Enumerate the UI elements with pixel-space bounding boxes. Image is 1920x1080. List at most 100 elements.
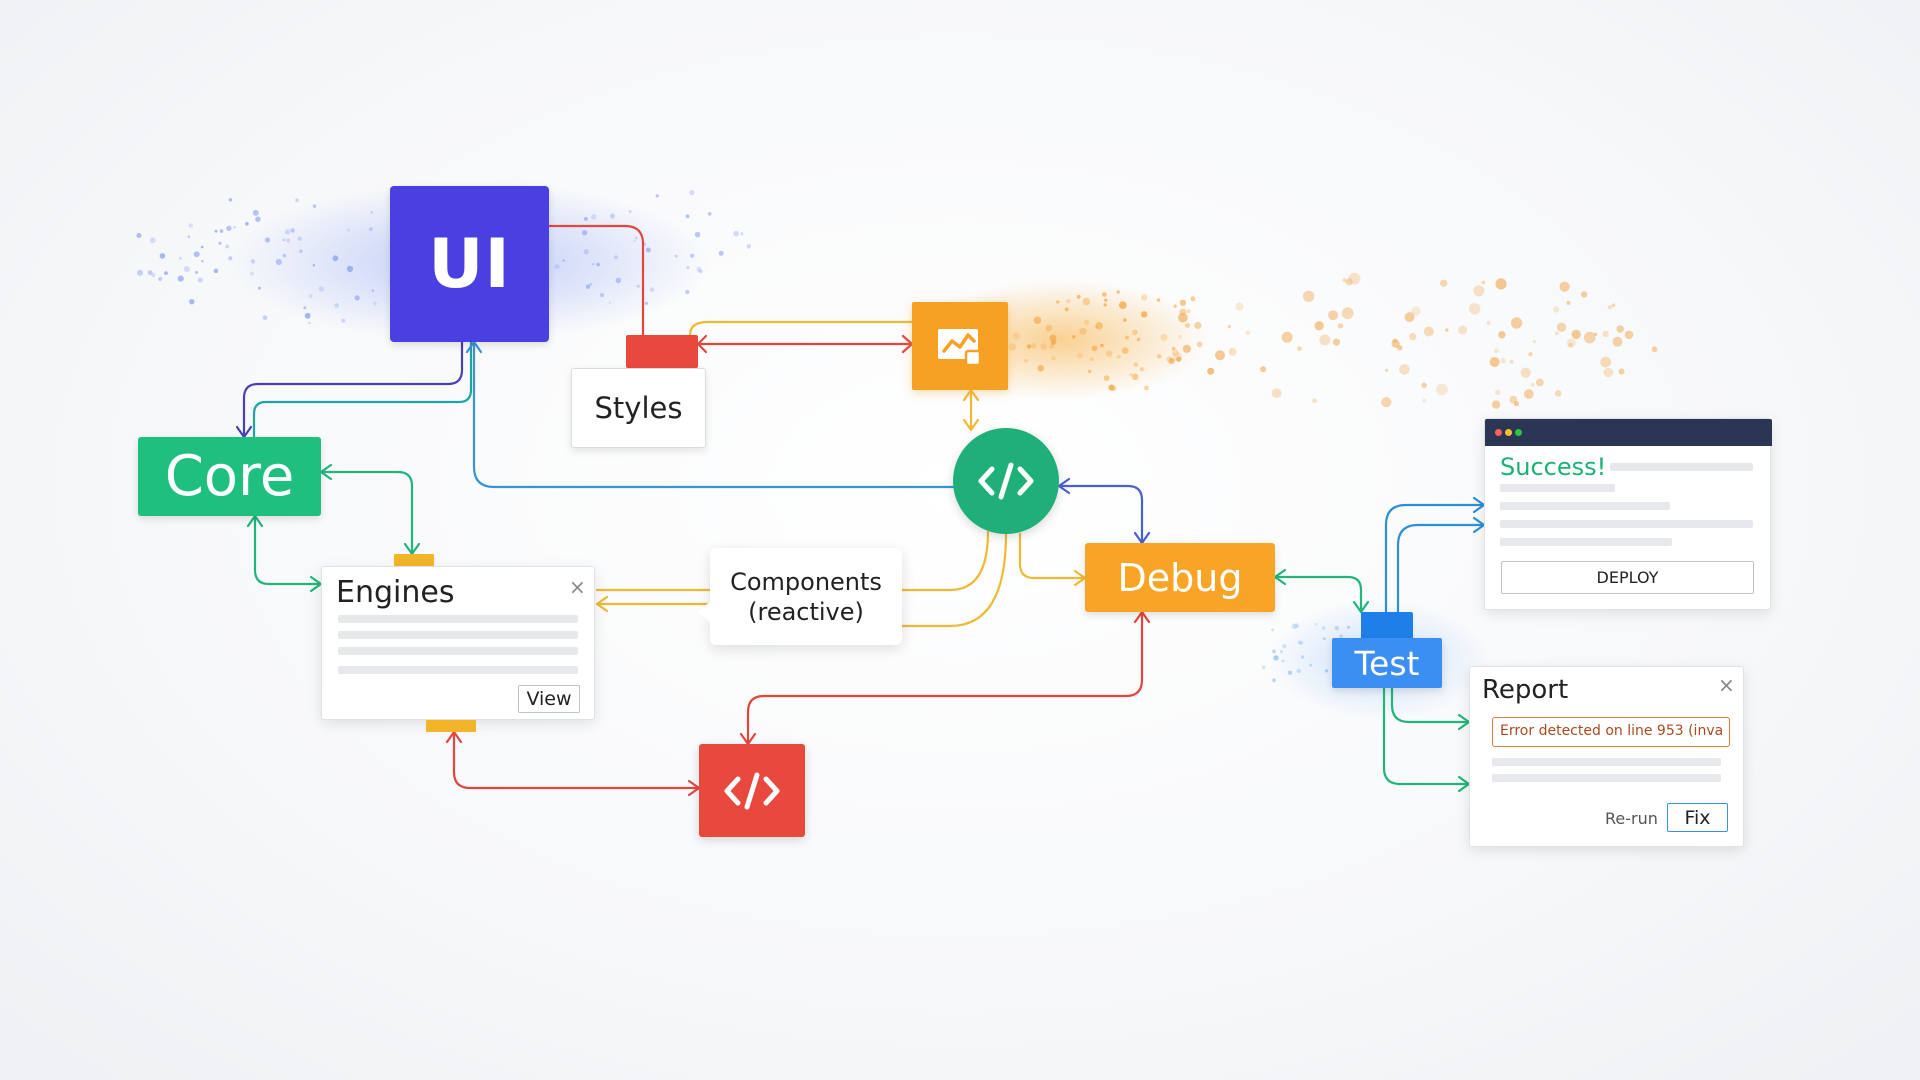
particle-dot <box>634 236 638 240</box>
code-block-node[interactable] <box>699 744 805 837</box>
code-hub-node[interactable] <box>953 428 1059 534</box>
placeholder-line <box>1492 758 1721 766</box>
placeholder-line <box>338 631 578 639</box>
particle-dot <box>1523 389 1534 399</box>
close-icon[interactable]: × <box>1718 673 1735 697</box>
error-message-field[interactable]: Error detected on line 953 (inva <box>1492 717 1730 747</box>
particle-dot <box>225 244 230 249</box>
fix-button[interactable]: Fix <box>1667 803 1728 832</box>
particle-dot <box>252 209 259 216</box>
deploy-button[interactable]: DEPLOY <box>1501 561 1754 594</box>
particle-dot <box>562 259 565 262</box>
connector-code-debug-blue <box>1057 484 1144 545</box>
particle-dot <box>228 256 233 261</box>
placeholder-line <box>338 666 578 674</box>
particle-dot <box>1072 335 1076 339</box>
close-icon[interactable]: × <box>569 575 586 599</box>
particle-dot <box>1045 324 1053 332</box>
particle-dot <box>1173 304 1177 308</box>
particle-dot <box>1141 311 1148 318</box>
particle-dot <box>1494 348 1499 354</box>
window-titlebar <box>1485 419 1772 446</box>
particle-dot <box>1272 678 1276 683</box>
particle-dot <box>674 254 678 258</box>
particle-dot <box>1024 358 1028 363</box>
particle-dot <box>1303 290 1315 302</box>
particle-dot <box>1132 373 1139 380</box>
particle-dot <box>1103 375 1110 381</box>
placeholder-line <box>1500 502 1670 510</box>
particle-dot <box>690 253 695 258</box>
particle-dot <box>1031 343 1037 349</box>
particle-dot <box>628 210 632 213</box>
connector-debug-test <box>1273 575 1363 614</box>
particle-dot <box>685 214 690 219</box>
particle-dot <box>1280 650 1283 653</box>
particle-dot <box>1328 310 1339 321</box>
particle-dot <box>284 229 291 235</box>
particle-dot <box>1079 327 1087 335</box>
particle-dot <box>1580 291 1588 298</box>
particle-dot <box>368 227 373 232</box>
particle-dot <box>707 212 712 216</box>
report-title: Report <box>1482 675 1569 705</box>
particle-dot <box>1171 346 1176 351</box>
particle-dot <box>147 270 153 276</box>
particle-dot <box>1190 296 1196 302</box>
particle-dot <box>1341 307 1354 320</box>
particle-dot <box>1196 341 1203 348</box>
particle-dot <box>1076 294 1081 299</box>
particle-dot <box>1012 332 1021 340</box>
debug-node[interactable]: Debug <box>1085 543 1275 612</box>
particle-dot <box>308 294 313 298</box>
particle-dot <box>290 228 295 233</box>
ui-node[interactable]: UI <box>390 186 549 342</box>
particle-dot <box>1133 362 1139 368</box>
particle-dot <box>1171 349 1179 357</box>
particle-dot <box>1121 347 1129 354</box>
particle-dot <box>1411 306 1421 316</box>
particle-dot <box>1571 329 1581 340</box>
particle-dot <box>304 312 311 319</box>
particle-dot <box>188 223 193 228</box>
particle-dot <box>696 266 702 272</box>
particle-dot <box>1404 312 1415 323</box>
particle-dot <box>1553 306 1560 313</box>
particle-dot <box>1554 331 1559 336</box>
core-node[interactable]: Core <box>138 437 321 516</box>
view-button[interactable]: View <box>518 685 580 713</box>
particle-dot <box>1624 330 1634 340</box>
particle-dot <box>183 266 190 273</box>
placeholder-line <box>1500 484 1615 492</box>
chart-node[interactable] <box>912 302 1008 390</box>
particle-dot <box>585 284 591 289</box>
particle-dot <box>1160 333 1168 342</box>
particle-dot <box>286 238 291 243</box>
report-card: Report × Error detected on line 953 (inv… <box>1469 666 1744 847</box>
particle-dot <box>295 198 299 202</box>
particle-dot <box>1129 373 1133 377</box>
rerun-link[interactable]: Re-run <box>1605 809 1658 828</box>
particle-dot <box>1299 641 1304 645</box>
particle-dot <box>226 225 232 231</box>
particle-dot <box>1166 356 1173 363</box>
particle-dot <box>250 259 256 264</box>
particle-dot <box>1271 388 1282 398</box>
connector-code-ui <box>472 340 955 489</box>
particle-dot <box>373 301 377 306</box>
particle-dot <box>1535 378 1544 387</box>
particle-dot <box>733 230 739 237</box>
placeholder-line <box>1492 774 1721 782</box>
particle-dot <box>1314 622 1319 626</box>
particle-dot <box>1339 634 1343 639</box>
particle-dot <box>193 251 200 258</box>
particle-dot <box>645 247 651 253</box>
styles-node[interactable]: Styles <box>571 368 706 448</box>
particle-dot <box>655 194 659 198</box>
test-node[interactable]: Test <box>1332 638 1442 688</box>
window-minimize-dot[interactable] <box>1505 429 1512 436</box>
window-close-dot[interactable] <box>1495 429 1502 436</box>
window-maximize-dot[interactable] <box>1515 429 1522 436</box>
connector-code-components-2 <box>900 532 1008 628</box>
particle-dot <box>554 264 560 270</box>
